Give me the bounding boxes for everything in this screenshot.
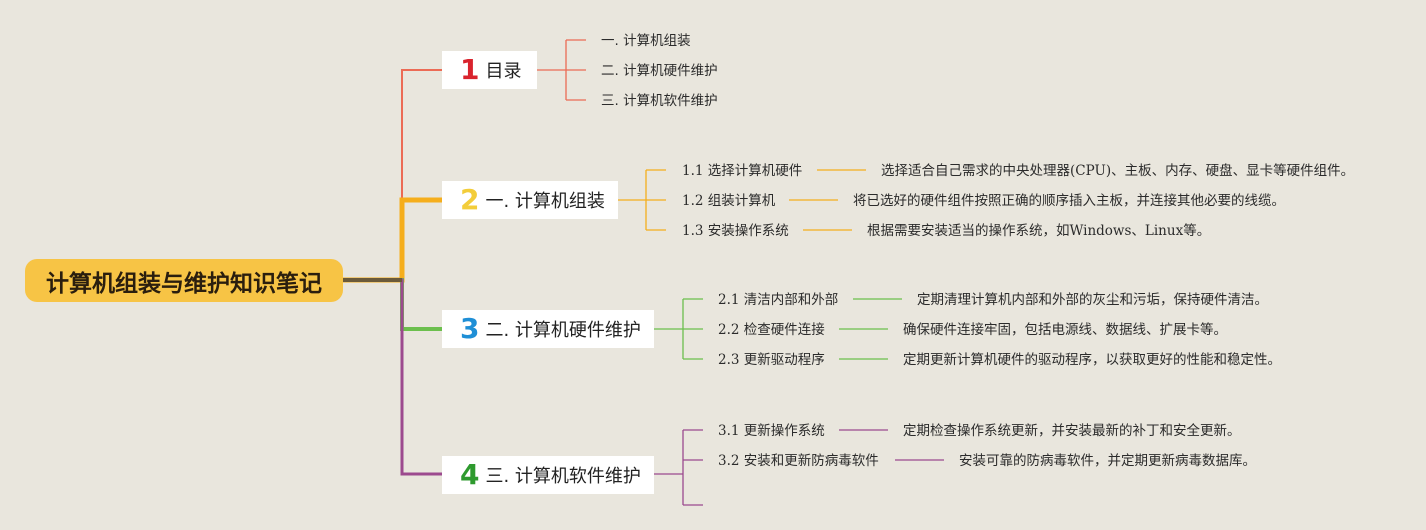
- subtopic-label: 1.2 组装计算机: [682, 193, 776, 209]
- subtopic-description[interactable]: 定期更新计算机硬件的驱动程序，以获取更好的性能和稳定性。: [903, 352, 1281, 368]
- subtopic[interactable]: 2.3 更新驱动程序: [718, 352, 825, 368]
- subtopic[interactable]: 1.2 组装计算机: [682, 193, 775, 209]
- branch-software-maintenance[interactable]: 4 三. 计算机软件维护: [442, 456, 654, 494]
- toc-item[interactable]: 三. 计算机软件维护: [601, 93, 718, 109]
- subtopic-description[interactable]: 安装可靠的防病毒软件，并定期更新病毒数据库。: [959, 453, 1256, 469]
- branch-assembly[interactable]: 2 一. 计算机组装: [442, 181, 618, 219]
- branch-label: 三. 计算机软件维护: [485, 466, 641, 487]
- subtopic-description[interactable]: 将已选好的硬件组件按照正确的顺序插入主板，并连接其他必要的线缆。: [853, 193, 1285, 209]
- root-topic[interactable]: 计算机组装与维护知识笔记: [25, 259, 343, 302]
- trunk-to-branch-2: [343, 197, 442, 283]
- trunk-to-branch-1: [343, 69, 442, 281]
- trunk-to-branch-3: [343, 278, 442, 331]
- subtopic-description[interactable]: 确保硬件连接牢固，包括电源线、数据线、扩展卡等。: [903, 322, 1227, 338]
- branch-toc[interactable]: 1 目录: [442, 51, 537, 89]
- toc-item[interactable]: 一. 计算机组装: [601, 33, 691, 49]
- subtopic[interactable]: 3.2 安装和更新防病毒软件: [718, 453, 879, 469]
- toc-item[interactable]: 二. 计算机硬件维护: [601, 63, 718, 79]
- number-badge: 3: [460, 312, 480, 345]
- branch-hardware-maintenance[interactable]: 3 二. 计算机硬件维护: [442, 310, 654, 348]
- subtopic-label: 1.1 选择计算机硬件: [682, 163, 803, 179]
- subtopic[interactable]: 1.3 安装操作系统: [682, 223, 789, 239]
- subtopic-description[interactable]: 选择适合自己需求的中央处理器(CPU)、主板、内存、硬盘、显卡等硬件组件。: [881, 163, 1355, 179]
- subtopic[interactable]: 2.1 清洁内部和外部: [718, 292, 839, 308]
- subtopic-description[interactable]: 定期检查操作系统更新，并安装最新的补丁和安全更新。: [903, 423, 1241, 439]
- number-badge: 4: [460, 458, 480, 491]
- subtopic-description[interactable]: 根据需要安装适当的操作系统，如Windows、Linux等。: [867, 223, 1211, 239]
- branch-label: 二. 计算机硬件维护: [485, 320, 641, 341]
- branch-label: 一. 计算机组装: [485, 191, 605, 212]
- subtopic[interactable]: 1.1 选择计算机硬件: [682, 163, 802, 179]
- number-badge: 1: [460, 53, 480, 86]
- trunk-to-branch-4: [343, 278, 442, 476]
- number-badge: 2: [460, 183, 480, 216]
- subtopic[interactable]: 3.1 更新操作系统: [718, 423, 825, 439]
- subtopic-label: 1.3 安装操作系统: [682, 223, 789, 239]
- branch-label: 目录: [485, 61, 522, 82]
- subtopic[interactable]: 2.2 检查硬件连接: [718, 322, 825, 338]
- subtopic-description[interactable]: 定期清理计算机内部和外部的灰尘和污垢，保持硬件清洁。: [917, 292, 1268, 308]
